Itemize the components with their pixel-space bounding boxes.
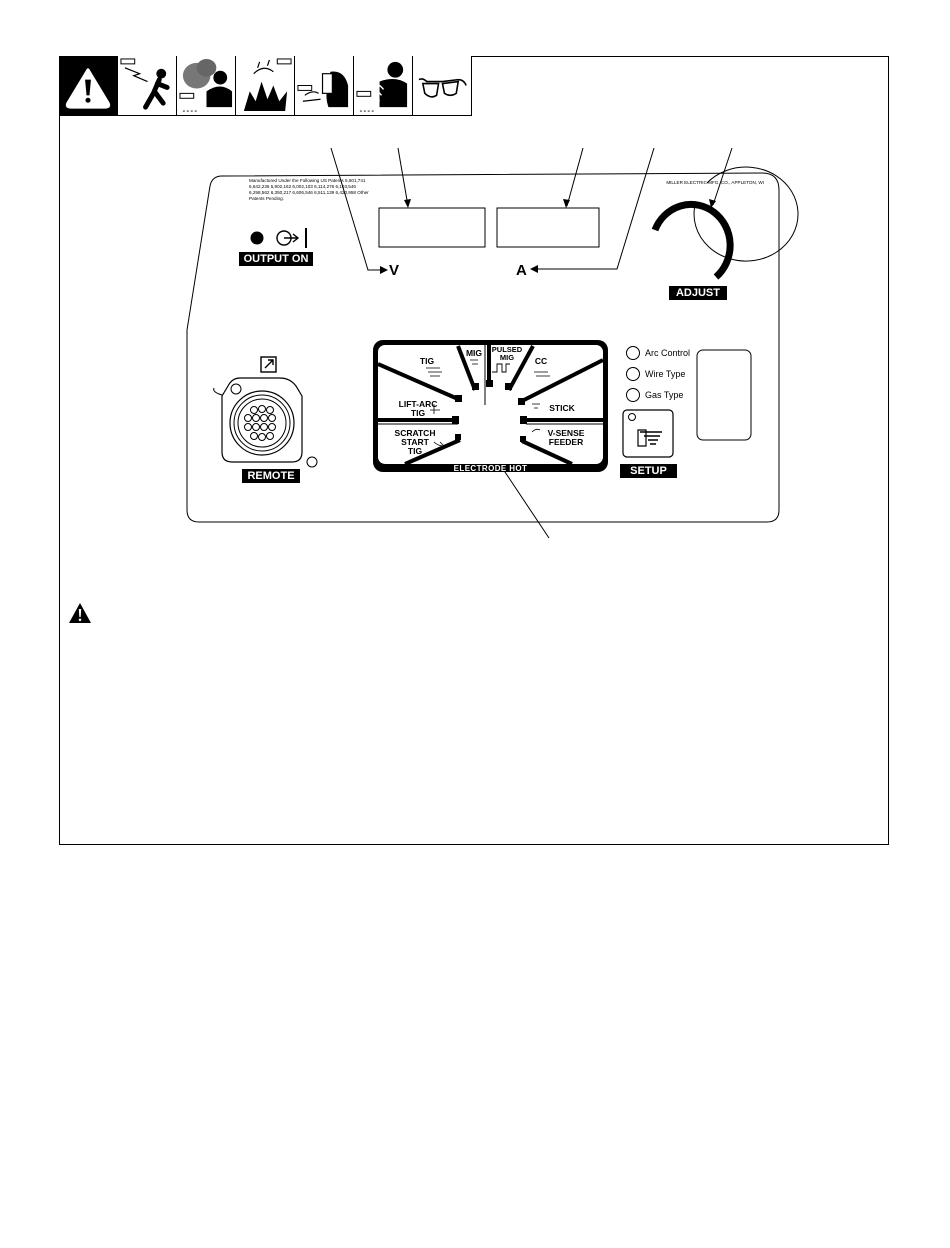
process-tig-label: TIG [419,356,435,366]
process-cc-label: CC [534,356,548,366]
wire-type-led [626,367,640,381]
front-panel-outline [186,172,780,523]
pointing-hand-icon [637,429,662,447]
arc-control-led [626,346,640,360]
callout-line-voltmeter [397,147,409,207]
hazard-icon-strip [59,56,472,116]
amps-label: A [516,262,527,279]
arrow-adjust [709,199,716,208]
fumes-gases-icon [177,56,236,116]
process-lift-arc-tig-label: LIFT-ARC TIG [398,399,438,418]
process-pulsed-mig-label: PULSED MIG [491,345,523,362]
volts-label: V [389,262,400,279]
arrow-voltmeter [380,266,388,274]
setup-label: SETUP [620,464,677,478]
arrow-ammeter [530,265,538,273]
process-selector-window [373,340,608,472]
safety-glasses-icon [413,56,472,116]
process-v-sense-feeder-label: V-SENSE FEEDER [547,428,585,447]
arrow-ammeter-display [563,199,570,208]
remote-symbol-icon [260,356,277,373]
warning-frame [59,56,889,845]
setup-button [622,409,674,458]
callout-line-ammeter [566,147,584,207]
ammeter-display [496,207,600,248]
adjust-knob-icon [651,166,799,280]
patent-text: Manufactured Under the Following US Pate… [249,178,369,201]
voltmeter-display [378,207,486,248]
fire-explosion-icon [236,56,295,116]
output-on-indicator-icon [250,231,264,245]
remote-label: REMOTE [242,469,300,483]
gas-type-led [626,388,640,402]
remote-connector-icon [213,377,318,468]
arrow-voltmeter-display [404,199,411,208]
hot-parts-icon [354,56,413,116]
gas-type-label: Gas Type [645,390,684,400]
warning-triangle-icon [69,603,91,623]
arc-control-label: Arc Control [645,348,691,358]
process-stick-label: STICK [549,403,575,413]
general-warning-icon [59,56,118,116]
callout-line-voltmeter-led [330,147,380,271]
arc-rays-icon [295,56,354,116]
process-mig-label: MIG [465,348,483,358]
electric-shock-icon [118,56,177,116]
manufacturer-text: MILLER ELECTRIC MFG. CO., APPLETON, WI [666,180,764,185]
electrode-hot-label: ELECTRODE HOT [453,464,528,473]
output-on-label: OUTPUT ON [239,252,313,266]
setup-display-window [696,349,752,441]
callout-line-adjust [712,147,733,206]
setup-indicator-led [628,413,636,421]
output-on-symbol-icon [276,228,307,248]
wire-type-label: Wire Type [645,369,686,379]
adjust-label: ADJUST [669,286,727,300]
process-scratch-start-tig-label: SCRATCH START TIG [394,428,436,456]
callout-line-ammeter-led [538,147,655,270]
